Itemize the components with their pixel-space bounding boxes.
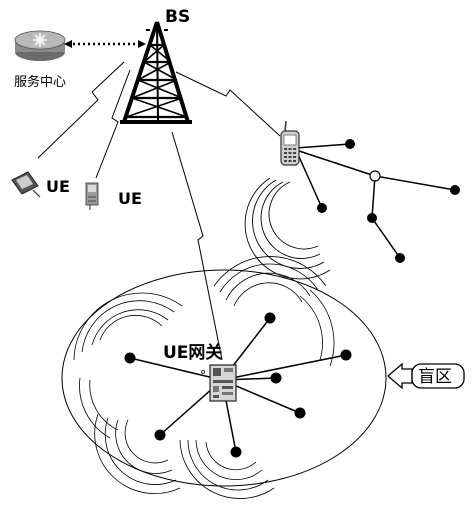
phone-coverage-arcs: [244, 177, 331, 280]
ue1-label: UE: [46, 177, 70, 196]
gateway-marker: [201, 370, 205, 374]
gateway-label: UE网关: [163, 342, 222, 363]
wireless-links: [37, 61, 281, 361]
blind-zone: UE网关 盲区: [61, 256, 465, 499]
link-bs-ue1: [37, 61, 125, 159]
link-bs-ue2: [95, 69, 131, 179]
blind-zone-label: 盲区: [418, 367, 452, 387]
blind-zone-node: [264, 312, 276, 324]
cell-tower-icon: [120, 21, 192, 124]
blind-zone-node: [340, 349, 352, 361]
service-center-label: 服务中心: [14, 74, 66, 90]
ue-handset: UE: [85, 182, 142, 210]
ue-pda: UE: [11, 171, 70, 198]
cluster-node: [345, 139, 355, 149]
bs-label: BS: [165, 7, 190, 27]
cluster-node: [317, 203, 327, 213]
cluster-node: [367, 213, 377, 223]
mobile-phone-icon: [280, 120, 300, 166]
blind-zone-node: [270, 372, 282, 384]
backhaul-link: [64, 40, 146, 48]
ue2-label: UE: [118, 189, 142, 208]
handset-device-icon: [85, 182, 99, 210]
blind-zone-boundary: [61, 269, 387, 487]
base-station: BS: [120, 7, 192, 124]
phone-cluster-links: [295, 143, 456, 259]
blind-zone-callout: 盲区: [387, 362, 465, 390]
link-bs-phone: [175, 71, 281, 137]
pda-device-icon: [11, 171, 41, 198]
cluster-node: [450, 185, 460, 195]
blind-zone-node: [230, 446, 242, 458]
relay-node: [369, 170, 381, 182]
gateway-device-icon: [209, 364, 237, 402]
router-icon: [14, 30, 66, 61]
blind-zone-node: [154, 429, 166, 441]
phone-cluster: [244, 120, 460, 280]
blind-zone-node: [124, 352, 136, 364]
cluster-node: [395, 253, 405, 263]
blind-zone-node: [294, 407, 306, 419]
gateway-coverage-arcs: [73, 256, 335, 499]
link-bs-gateway: [171, 131, 223, 361]
service-center: 服务中心: [14, 30, 66, 90]
